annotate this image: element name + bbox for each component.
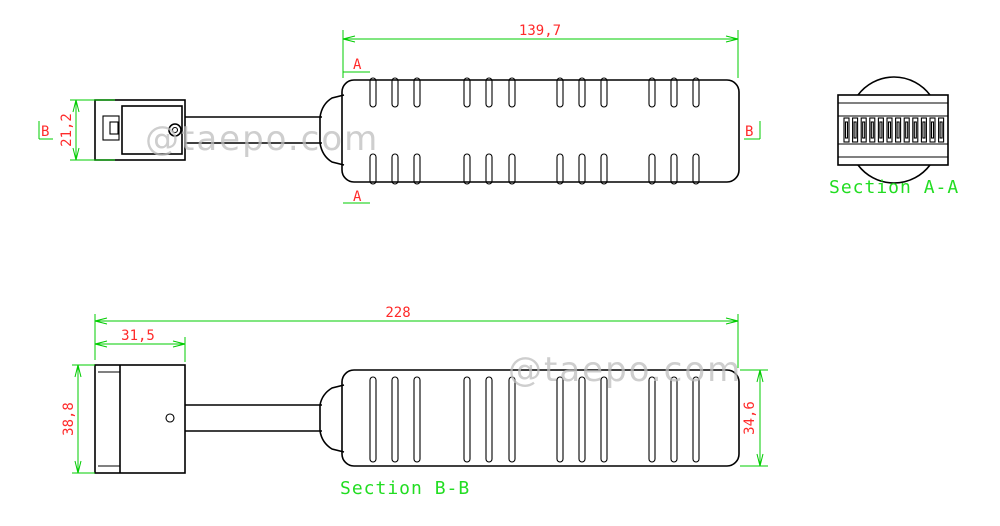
section-a-a-tooth [843,117,850,143]
top-slot-upper [556,77,564,108]
bottom-body [341,369,740,467]
dimension-top-length: 139,7 [342,23,739,78]
section-a-a-tooth-inner [844,121,849,139]
section-a-a-tooth [886,117,893,143]
bottom-cap [94,364,186,474]
top-plug [94,99,186,161]
top-body-slots [369,77,700,185]
section-marker-b-left: B [38,121,53,140]
top-slot-lower [485,153,493,185]
top-slot-lower [648,153,656,185]
bottom-view [94,364,740,474]
top-slot-lower [578,153,586,185]
top-slot-upper [413,77,421,108]
bottom-slot [578,376,586,463]
top-slot-lower [463,153,471,185]
top-slot-lower [556,153,564,185]
bottom-slot [648,376,656,463]
dimension-body-height-label: 34,6 [742,401,758,435]
section-marker-b-right: B [744,121,761,140]
section-a-a-label: Section A-A [829,177,959,198]
marker-b-right-label: B [745,124,753,140]
top-slot-upper [670,77,678,108]
dimension-bottom-length: 228 [94,305,739,368]
top-slot-upper [508,77,516,108]
dimension-left-height: 21,2 [59,99,115,161]
section-a-a-view: Section A-A [829,76,959,198]
bottom-body-slots [369,376,700,463]
section-a-a-tooth [912,117,919,143]
bottom-slot [508,376,516,463]
section-a-a-tooth [920,117,927,143]
section-a-a-tooth [938,117,945,143]
watermark-bottom: @taepo.com [508,350,742,390]
top-slot-upper [369,77,377,108]
marker-a-top-label: A [353,57,362,73]
section-a-a-tooth-inner [922,121,926,139]
bottom-slot [556,376,564,463]
bottom-slot [391,376,399,463]
bottom-slot [670,376,678,463]
top-view [94,77,740,185]
marker-b-left-label: B [41,124,49,140]
section-a-a-tooth-inner [905,121,909,139]
top-slot-upper [391,77,399,108]
section-a-a-tooth [852,117,859,143]
marker-a-bottom-label: A [353,189,362,205]
bottom-slot [463,376,471,463]
top-cable [185,116,322,144]
dimension-cap-height: 38,8 [61,364,95,474]
section-a-a-tooth [895,117,902,143]
top-slot-upper [648,77,656,108]
section-a-a-tooth-inner [913,121,917,139]
watermark-top: @taepo.com [145,119,379,159]
top-slot-lower [369,153,377,185]
top-body [341,79,740,183]
bottom-slot [413,376,421,463]
top-slot-lower [692,153,700,185]
section-a-a-tooth [869,117,876,143]
top-slot-lower [413,153,421,185]
top-strain-relief [319,94,345,166]
dimension-top-length-label: 139,7 [519,23,561,39]
dimension-cap-height-label: 38,8 [61,402,77,436]
section-a-a-teeth [843,117,945,143]
top-slot-lower [391,153,399,185]
dimension-cap-length: 31,5 [94,328,186,362]
top-slot-upper [578,77,586,108]
dimension-left-height-label: 21,2 [59,113,75,147]
top-slot-upper [485,77,493,108]
top-slot-upper [463,77,471,108]
section-a-a-tooth-inner [870,121,874,139]
bottom-slot [485,376,493,463]
top-slot-lower [670,153,678,185]
dimension-body-height: 34,6 [740,369,768,467]
bottom-strain-relief [319,384,345,453]
section-a-a-tooth-inner [862,121,866,139]
dimension-cap-length-label: 31,5 [121,328,155,344]
section-a-a-tooth [903,117,910,143]
bottom-cable [185,404,322,432]
section-a-a-tooth-inner [930,121,935,139]
top-slot-upper [692,77,700,108]
top-slot-upper [600,77,608,108]
section-a-a-tooth-inner [887,121,892,139]
section-a-a-tooth-inner [939,121,943,139]
section-marker-a-top: A [343,57,370,73]
section-a-a-tooth-inner [853,121,857,139]
section-a-a-tooth [877,117,884,143]
top-slot-lower [600,153,608,185]
bottom-slot [600,376,608,463]
section-a-a-tooth-inner [879,121,883,139]
section-a-a-tooth [860,117,867,143]
dimension-bottom-length-label: 228 [385,305,410,321]
top-slot-lower [508,153,516,185]
section-a-a-tooth [929,117,936,143]
bottom-slot [369,376,377,463]
section-b-b-label: Section B-B [340,478,470,499]
bottom-slot [692,376,700,463]
section-a-a-tooth-inner [896,121,900,139]
section-marker-a-bottom: A [343,189,370,205]
